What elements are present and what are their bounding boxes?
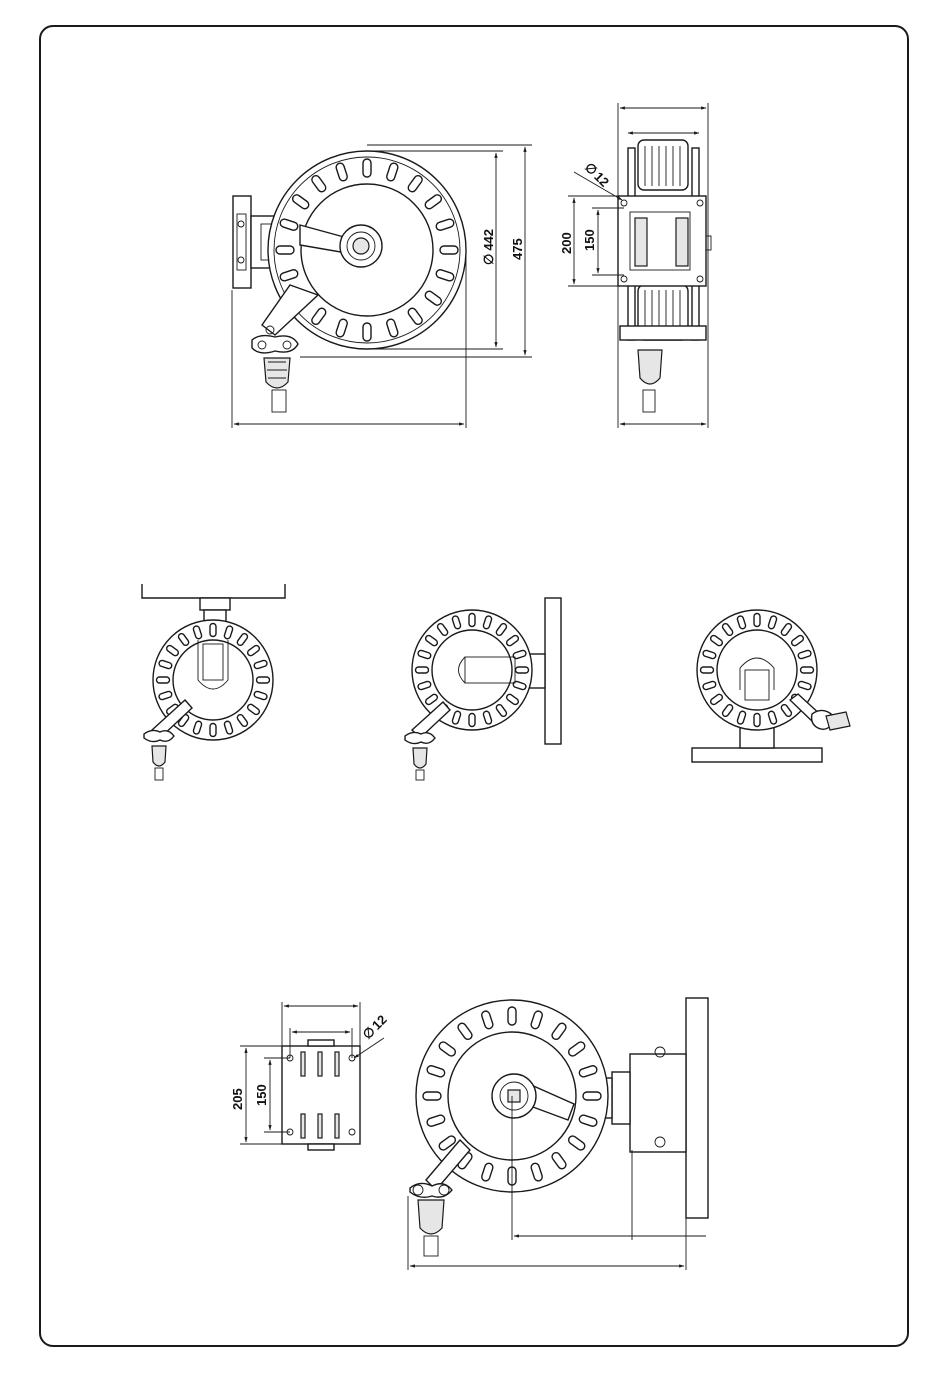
front-height-label: 475	[510, 238, 525, 260]
side-mount-inner-label: 150	[582, 229, 597, 251]
flange-slot	[440, 246, 458, 254]
flange-slot	[257, 677, 270, 683]
flange-slot	[363, 323, 371, 341]
flange-slot	[469, 614, 475, 627]
wall-mount-view	[405, 598, 561, 780]
floor-mount-view	[692, 610, 850, 762]
mounting-plate-view: ∅12 205 150	[230, 1002, 390, 1150]
front-view: ∅442 475	[232, 145, 532, 428]
wall-reel-view	[408, 998, 708, 1270]
flange-slot	[210, 624, 216, 637]
flange-slot	[754, 614, 760, 627]
side-hole-label: ∅12	[582, 160, 612, 190]
flange-slot	[416, 667, 429, 673]
flange-slot	[276, 246, 294, 254]
side-view: ∅12 200 150	[559, 103, 711, 428]
flange-slot	[423, 1092, 441, 1100]
plate-inner-label: 150	[254, 1084, 269, 1106]
flange-slot	[516, 667, 529, 673]
ceiling-mount-view	[142, 584, 285, 780]
side-mount-outer-label: 200	[559, 232, 574, 254]
flange-slot	[210, 724, 216, 737]
flange-slot	[583, 1092, 601, 1100]
front-diameter-label: ∅442	[481, 229, 496, 265]
plate-outer-label: 205	[230, 1088, 245, 1110]
plate-hole-label: ∅12	[360, 1012, 390, 1042]
flange-slot	[469, 714, 475, 727]
flange-slot	[363, 159, 371, 177]
flange-slot	[801, 667, 814, 673]
flange-slot	[701, 667, 714, 673]
diameter-symbol: ∅	[481, 254, 496, 265]
flange-slot	[754, 714, 760, 727]
flange-slot	[508, 1007, 516, 1025]
flange-slot	[157, 677, 170, 683]
